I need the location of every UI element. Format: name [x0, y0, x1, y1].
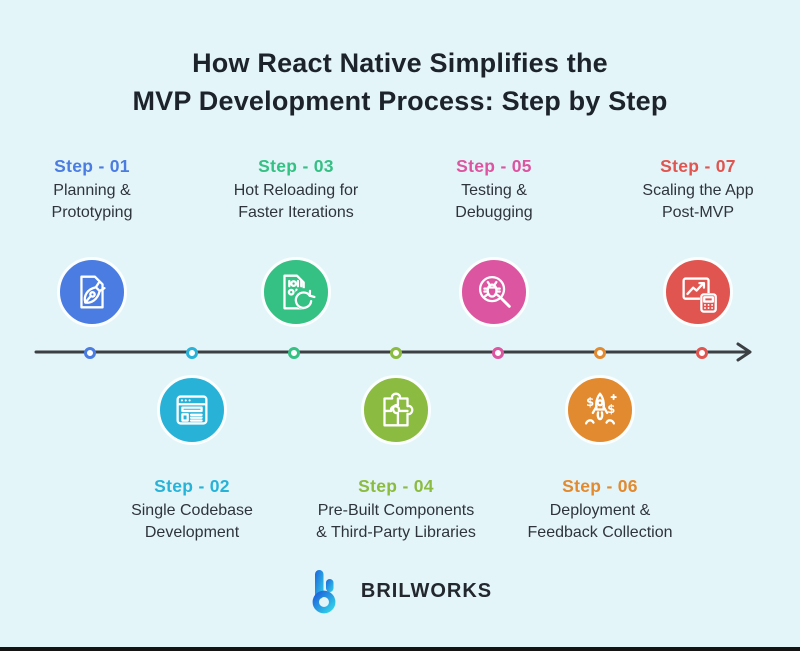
chart-calculator-icon: [663, 257, 733, 327]
step-title-04: Pre-Built Components & Third-Party Libra…: [316, 502, 476, 541]
step-label-07: Step - 07: [660, 156, 736, 176]
step-column-03: Step - 03 Hot Reloading for Faster Itera…: [191, 155, 401, 327]
browser-window-icon: [157, 375, 227, 445]
timeline-dot-2: [186, 347, 198, 359]
step-column-04: Step - 04 Pre-Built Components & Third-P…: [291, 375, 501, 543]
step-label-06: Step - 06: [562, 476, 638, 496]
svg-text:$: $: [607, 402, 615, 416]
step-label-03: Step - 03: [258, 156, 334, 176]
brilworks-logo-icon: [312, 570, 336, 614]
step-label-05: Step - 05: [456, 156, 532, 176]
step-title-07: Scaling the App Post-MVP: [642, 182, 754, 221]
timeline-dot-7: [696, 347, 708, 359]
timeline-dot-1: [84, 347, 96, 359]
bug-magnifier-icon: [459, 257, 529, 327]
bottom-border: [0, 647, 800, 651]
timeline-dot-6: [594, 347, 606, 359]
step-label-04: Step - 04: [358, 476, 434, 496]
code-reload-icon: [261, 257, 331, 327]
step-title-05: Testing & Debugging: [455, 182, 533, 221]
page-title: How React Native Simplifies the MVP Deve…: [132, 48, 668, 116]
brand-name: BRILWORKS: [360, 579, 493, 602]
step-column-02: Step - 02 Single Codebase Development: [87, 375, 297, 543]
puzzle-icon: [361, 375, 431, 445]
step-label-01: Step - 01: [54, 156, 130, 176]
timeline-dot-4: [390, 347, 402, 359]
step-title-06: Deployment & Feedback Collection: [527, 502, 673, 541]
svg-text:$: $: [586, 395, 594, 409]
timeline-dot-5: [492, 347, 504, 359]
step-title-02: Single Codebase Development: [131, 502, 253, 541]
step-column-05: Step - 05 Testing & Debugging: [389, 155, 599, 327]
step-title-01: Planning & Prototyping: [51, 182, 133, 221]
pen-document-icon: [57, 257, 127, 327]
step-title-03: Hot Reloading for Faster Iterations: [233, 182, 359, 221]
step-column-07: Step - 07 Scaling the App Post-MVP: [593, 155, 800, 327]
step-column-01: Step - 01 Planning & Prototyping: [0, 155, 197, 327]
step-label-02: Step - 02: [154, 476, 230, 496]
timeline-dot-3: [288, 347, 300, 359]
step-column-06: $ $ Step - 06 Deployment & Feedback Coll…: [495, 375, 705, 543]
rocket-dollar-icon: $ $: [565, 375, 635, 445]
footer-brand: BRILWORKS: [0, 566, 800, 616]
